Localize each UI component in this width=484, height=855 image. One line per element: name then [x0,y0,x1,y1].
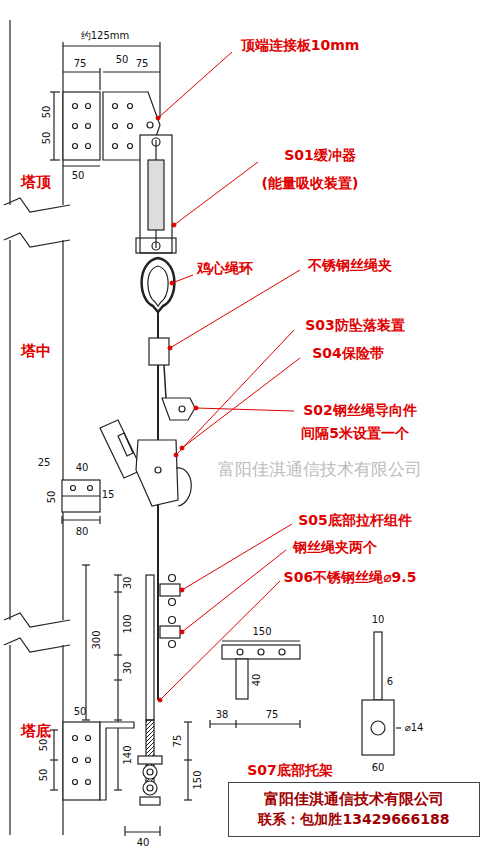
dimension: 75 [74,58,87,70]
section-label: 塔中 [21,343,51,360]
dimension: 30 [122,577,134,590]
callout-label: S05底部拉杆组件 [298,512,412,528]
dimension: 100 [122,614,134,633]
dimension: 50 [46,491,58,504]
section-label: 塔底 [21,723,51,740]
dimension: 38 [216,709,229,721]
callout-label: 顶端连接板10mm [241,37,360,53]
company-name: 富阳佳淇通信技术有限公司 [239,789,469,810]
dimension: 40 [137,837,150,849]
callout-label: (能量吸收装置) [262,175,359,191]
dimension: 50 [74,706,87,718]
dimension: 40 [251,674,263,687]
dimension: 10 [372,614,385,626]
callout-label: S04保险带 [312,345,384,361]
dimension: 50 [38,769,50,782]
callout-label: S07底部托架 [247,762,333,778]
dimension: 80 [76,526,89,538]
dimension: 15 [102,489,115,501]
dimension: 75 [172,735,184,748]
callout-label: S01缓冲器 [284,147,356,163]
dimension: 150 [252,626,271,638]
dimension: 50 [41,106,53,119]
callout-label: S03防坠落装置 [305,317,405,333]
dimension: 75 [266,709,279,721]
dimension: 约125mm [81,30,130,42]
callout-label: 钢丝绳夹两个 [293,539,377,555]
callout-label: S02钢丝绳导向件 [303,402,417,418]
dimension: 25 [38,457,51,469]
callout-label: S06不锈钢丝绳⌀9.5 [284,569,417,585]
callout-label: 不锈钢丝绳夹 [308,257,392,273]
dimension: 300 [91,630,103,649]
contact-line: 联系：包加胜13429666188 [239,810,469,830]
section-label: 塔顶 [21,174,51,191]
dimension: 60 [372,762,385,774]
dimension: 50 [38,739,50,752]
dimension: 50 [116,54,129,66]
callout-label: 鸡心绳环 [197,260,253,276]
dimension: 6 [387,676,393,688]
dimension: 150 [192,770,204,789]
callout-label: 间隔5米设置一个 [301,425,409,441]
company-info-box: 富阳佳淇通信技术有限公司联系：包加胜13429666188 [228,782,480,837]
dimension: 50 [41,132,53,145]
watermark: 富阳佳淇通信技术有限公司 [218,460,422,480]
dimension: 75 [136,58,149,70]
dimension: 30 [122,662,134,675]
dimension: 140 [122,745,134,764]
dimension: ⌀14 [405,722,424,734]
dimension: 40 [76,462,89,474]
dimension: 50 [72,170,85,182]
